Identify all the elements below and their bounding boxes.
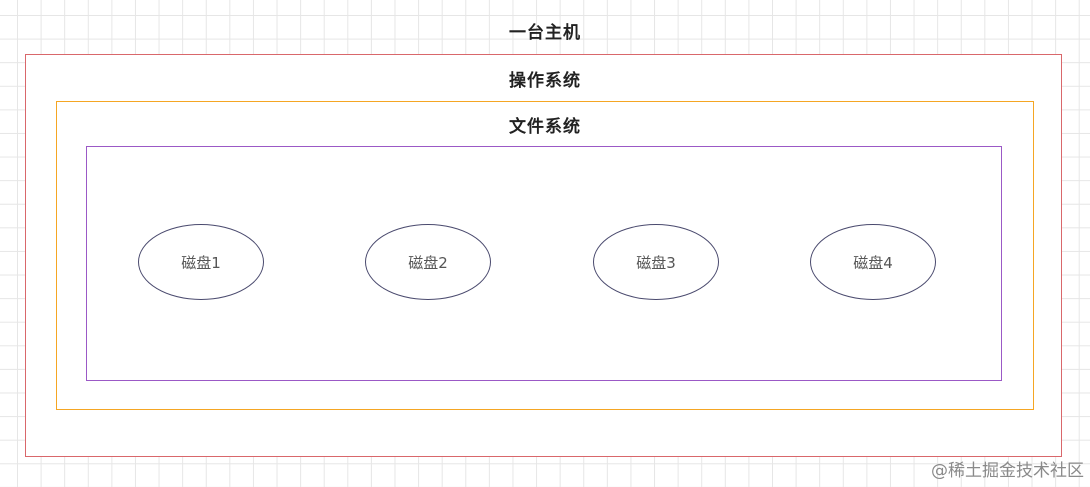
watermark: @稀土掘金技术社区 [931, 461, 1084, 481]
disk-1: 磁盘1 [138, 224, 264, 300]
os-title: 操作系统 [509, 71, 581, 91]
disk-label: 磁盘1 [181, 253, 221, 272]
disk-label: 磁盘3 [636, 253, 676, 272]
disk-4: 磁盘4 [810, 224, 936, 300]
disk-3: 磁盘3 [593, 224, 719, 300]
disk-label: 磁盘2 [408, 253, 448, 272]
disk-2: 磁盘2 [365, 224, 491, 300]
fs-title: 文件系统 [509, 117, 581, 137]
host-title: 一台主机 [509, 23, 581, 43]
disk-label: 磁盘4 [853, 253, 893, 272]
